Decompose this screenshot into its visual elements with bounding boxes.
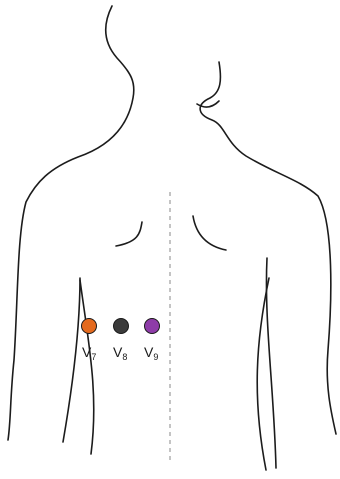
lead-label-v8: V8 <box>113 344 127 362</box>
right-inner-arm-line <box>266 258 276 468</box>
lead-label-v9: V9 <box>144 344 158 362</box>
electrodes-group <box>82 319 160 334</box>
right-scapula <box>193 216 226 250</box>
electrode-v8 <box>114 319 129 334</box>
electrode-v7 <box>82 319 97 334</box>
lead-label-v7: V7 <box>82 344 96 362</box>
electrode-v9 <box>145 319 160 334</box>
left-inner-arm-line-2 <box>80 280 94 454</box>
right-neck-detail <box>197 101 219 107</box>
left-inner-arm-line <box>63 278 80 442</box>
left-scapula <box>116 222 142 246</box>
left-body-outline <box>8 6 134 440</box>
